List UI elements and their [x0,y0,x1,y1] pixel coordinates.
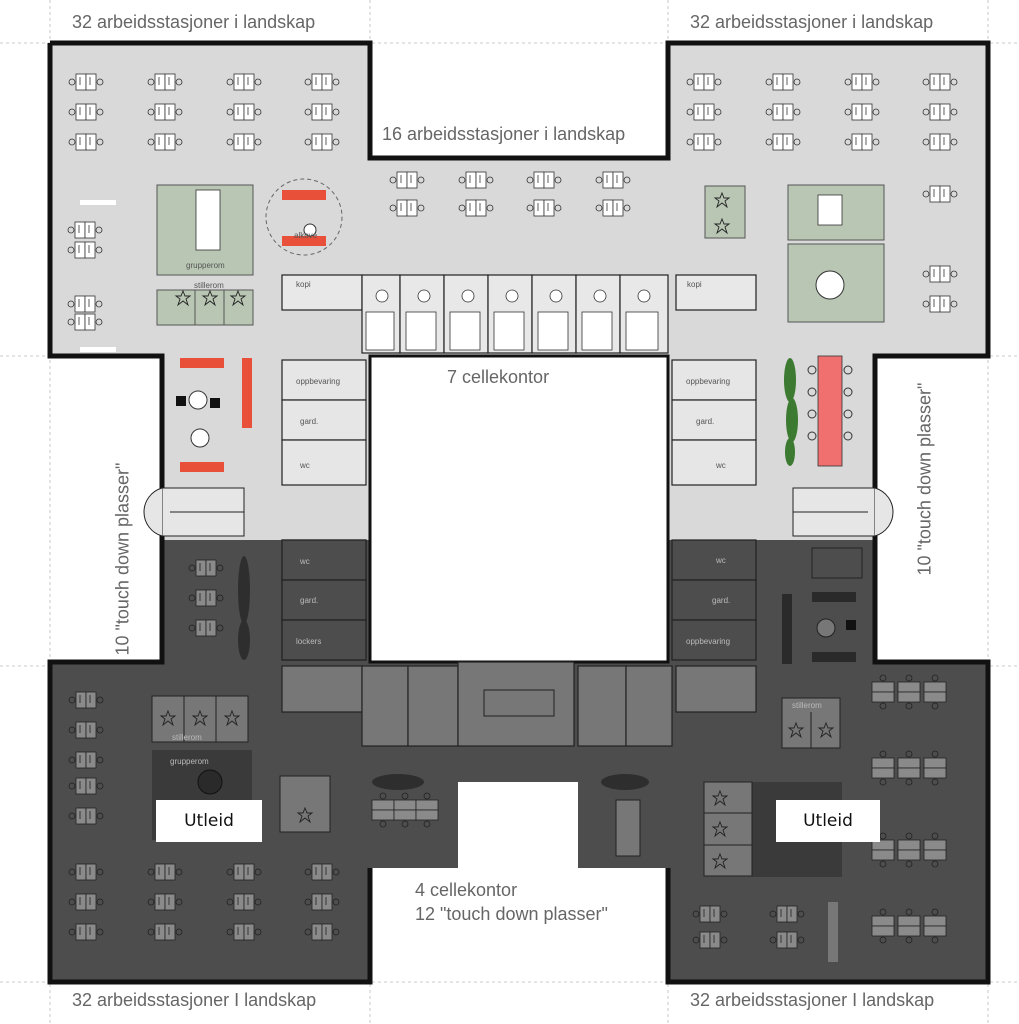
service-core-right [671,359,757,486]
label-bottom-middle-1: 4 cellekontor [415,880,518,900]
alkove [265,178,343,256]
room-grupperom-left: grupperom [186,261,225,270]
room-stillerom-left: stillerom [194,281,224,290]
courtyard [370,356,668,662]
desks-top-left [67,74,339,352]
cabinet-right [828,902,838,962]
label-top-middle: 16 arbeidsstasjoner i landskap [382,124,626,144]
touchdown-bottom-middle [371,774,649,857]
label-right-side: 10 "touch down plasser" [914,382,935,576]
room-grupperom-bottom-left: grupperom [170,757,209,766]
conference-table-bottom [483,689,555,717]
label-bottom-middle-2: 12 "touch down plasser" [415,904,608,924]
room-oppbevaring-left: oppbevaring [296,377,340,386]
service-core-left-lower-fill [281,539,367,661]
exterior-walls [47,40,991,985]
cell-offices-bottom [281,661,757,747]
room-wc-left: wc [299,461,310,470]
room-kopi-left: kopi [296,280,311,289]
group-room-right [704,184,885,323]
lounge-right-lower [782,547,863,664]
cell-offices-top-desks [365,289,659,351]
quiet-rooms-bottom-left [151,695,331,833]
quiet-rooms-bottom-right [703,697,841,877]
stair-left [143,487,245,537]
room-wc-right: wc [715,461,726,470]
utleid-tag-right: Utleid [776,800,880,842]
room-stillerom-bottom-left: stillerom [172,733,202,742]
room-alkove: alkove [294,231,318,240]
room-stillerom-bottom-right: stillerom [792,701,822,710]
stair-right [792,487,894,537]
round-table-left [197,769,223,795]
room-wc-left-lower: wc [299,557,310,566]
room-gard-right: gard. [696,417,714,426]
label-left-side: 10 "touch down plasser" [112,462,133,656]
room-labels-dark: wc gard. lockers wc gard. oppbevaring st… [170,556,822,766]
label-cells: 7 cellekontor [447,367,550,387]
plants-right [784,358,798,466]
touchdown-left [188,556,250,660]
room-gard-right-lower: gard. [712,596,730,605]
room-gard-left: gard. [300,417,318,426]
room-kopi-right: kopi [687,280,702,289]
label-bottom-left: 32 arbeidsstasjoner I landskap [72,990,317,1010]
room-oppbevaring-right: oppbevaring [686,377,730,386]
utleid-tag-left: Utleid [156,800,262,842]
lounge-left [176,358,252,472]
room-wc-right-lower: wc [715,556,726,565]
label-top-right: 32 arbeidsstasjoner i landskap [690,12,934,32]
service-core-right-lower [671,539,757,661]
label-top-left: 32 arbeidsstasjoner i landskap [72,12,316,32]
room-gard-left-lower: gard. [300,596,318,605]
room-lockers: lockers [296,637,321,646]
meeting-table-right [807,355,853,467]
label-bottom-right: 32 arbeidsstasjoner I landskap [690,990,935,1010]
group-room-left [156,184,254,326]
room-oppbevaring-right-lower: oppbevaring [686,637,730,646]
room-labels: grupperom stillerom alkove kopi kopi opp… [186,231,730,470]
